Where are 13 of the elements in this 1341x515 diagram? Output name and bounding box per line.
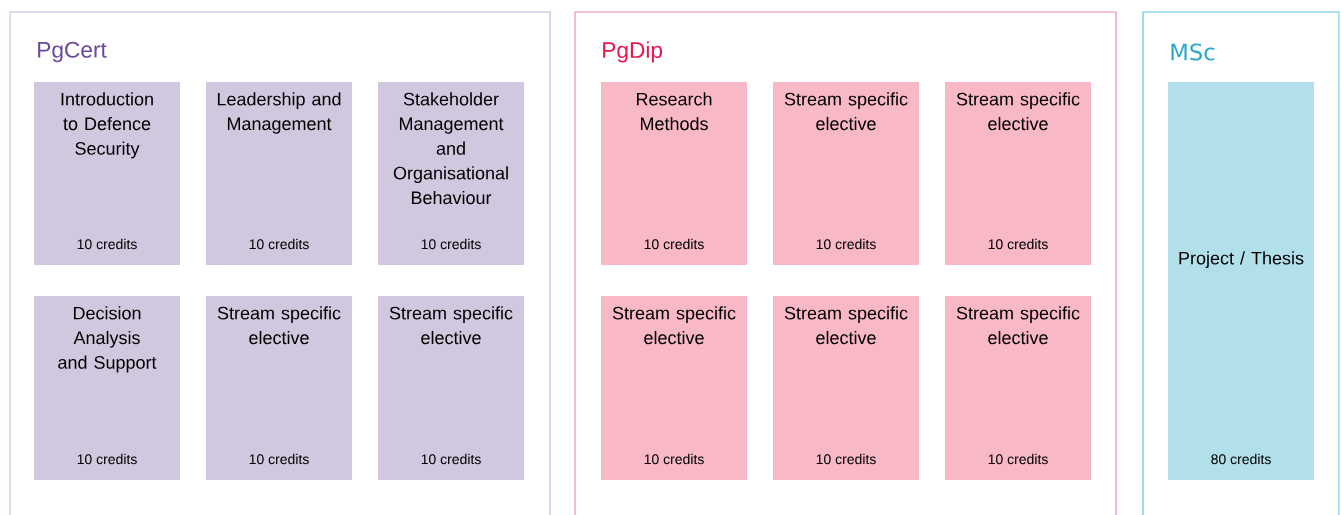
module-box: Stream specific elective 10 credits [945, 82, 1091, 265]
module-box: Stream specific elective 10 credits [206, 296, 352, 480]
module-box: Decision Analysis and Support 10 credits [34, 296, 180, 480]
module-box: Stream specific elective 10 credits [601, 296, 747, 480]
module-box: Project / Thesis 80 credits [1168, 82, 1314, 480]
module-box: Stream specific elective 10 credits [773, 296, 919, 480]
module-box: Leadership and Management 10 credits [206, 82, 352, 265]
module-box: Stakeholder Management and Organisational Behaviour 10 credits [378, 82, 524, 265]
module-box: Stream specific elective 10 credits [378, 296, 524, 480]
module-box: Research Methods 10 credits [601, 82, 747, 265]
module-box: Stream specific elective 10 credits [773, 82, 919, 265]
module-box: Stream specific elective 10 credits [945, 296, 1091, 480]
module-box: Introduction to Defence Security 10 credits [34, 82, 180, 265]
